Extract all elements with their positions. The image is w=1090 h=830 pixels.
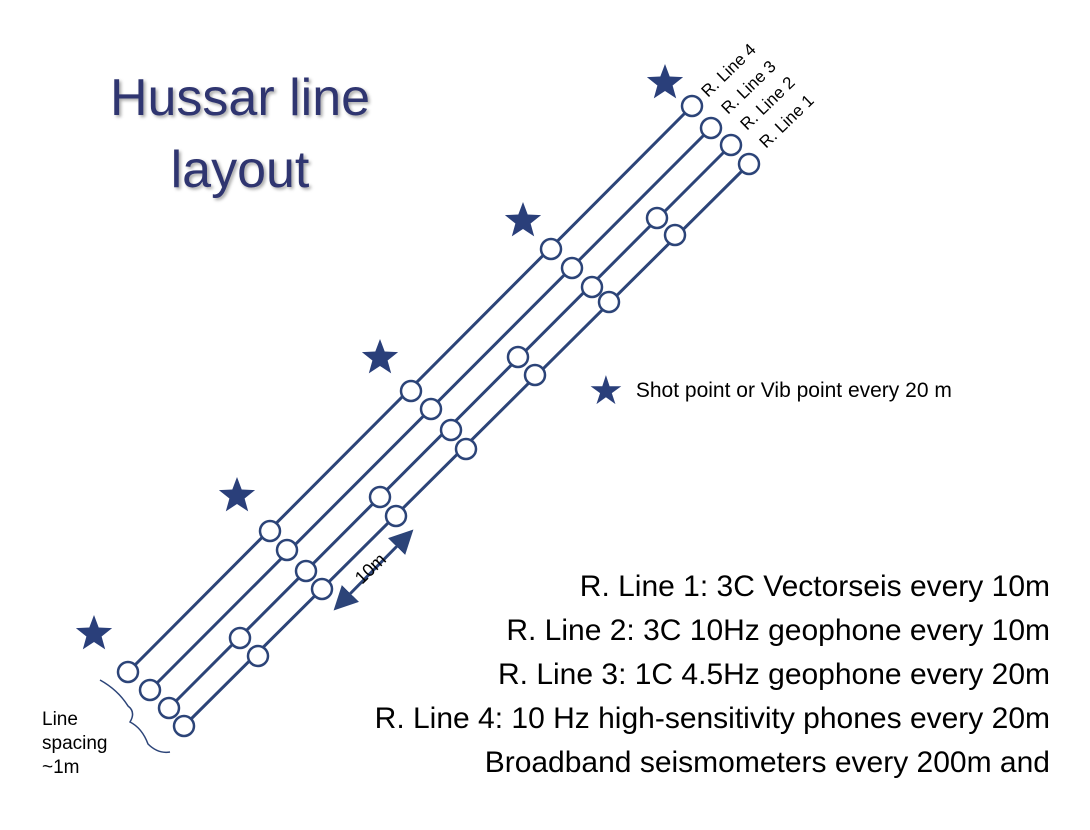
line-spacing-label: Line spacing ~1m [42,708,108,780]
receiver-station [310,577,334,601]
legend-text: Shot point or Vib point every 20 m [635,379,952,402]
description-line-2: R. Line 2: 3C 10Hz geophone every 10m [506,614,1050,647]
description-line-1: R. Line 1: 3C Vectorseis every 10m [579,570,1050,603]
line-descriptions: R. Line 1: 3C Vectorseis every 10m R. Li… [375,565,1050,785]
receiver-station [439,418,463,442]
star-icon [361,339,399,374]
title-line-1: Hussar line [109,69,371,127]
title-line-2: layout [170,141,310,199]
receiver-station [454,437,478,461]
receiver-station [294,559,318,583]
receiver-station [580,275,604,299]
description-line-3: R. Line 3: 1C 4.5Hz geophone every 20m [498,658,1050,691]
legend: ★ Shot point or Vib point every 20 m [588,369,952,413]
receiver-station [138,678,162,702]
receiver-station [246,644,270,668]
receiver-station [399,379,423,403]
star-icon [646,64,684,99]
receiver-station [737,152,761,176]
receiver-station [560,256,584,280]
receiver-stations [116,94,761,738]
receiver-station [172,714,196,738]
receiver-station [719,133,743,157]
spacing-label-line-3: ~1m [42,757,80,778]
receiver-station [663,223,687,247]
star-icon [75,615,113,650]
receiver-station [228,626,252,650]
receiver-station [419,397,443,421]
receiver-station [368,485,392,509]
receiver-station [258,519,282,543]
star-icon: ★ [588,369,624,413]
receiver-station [523,363,547,387]
shot-points [75,64,684,650]
receiver-station [275,538,299,562]
diagram-title: Hussar line layout [80,62,400,206]
description-line-4: R. Line 4: 10 Hz high-sensitivity phones… [374,702,1050,735]
receiver-station [506,345,530,369]
receiver-station [680,94,704,118]
spacing-label-line-2: spacing [42,733,108,754]
receiver-station [384,504,408,528]
spacing-brace [99,679,171,754]
star-icon [218,477,256,512]
receiver-station [157,696,181,720]
star-icon [504,202,542,237]
description-line-5: Broadband seismometers every 200m and [484,746,1050,779]
receiver-station [597,290,621,314]
distance-arrow [333,529,414,611]
spacing-label-line-1: Line [42,709,78,730]
receiver-station [699,116,723,140]
receiver-station [539,237,563,261]
receiver-station [645,206,669,230]
receiver-station [116,660,140,684]
